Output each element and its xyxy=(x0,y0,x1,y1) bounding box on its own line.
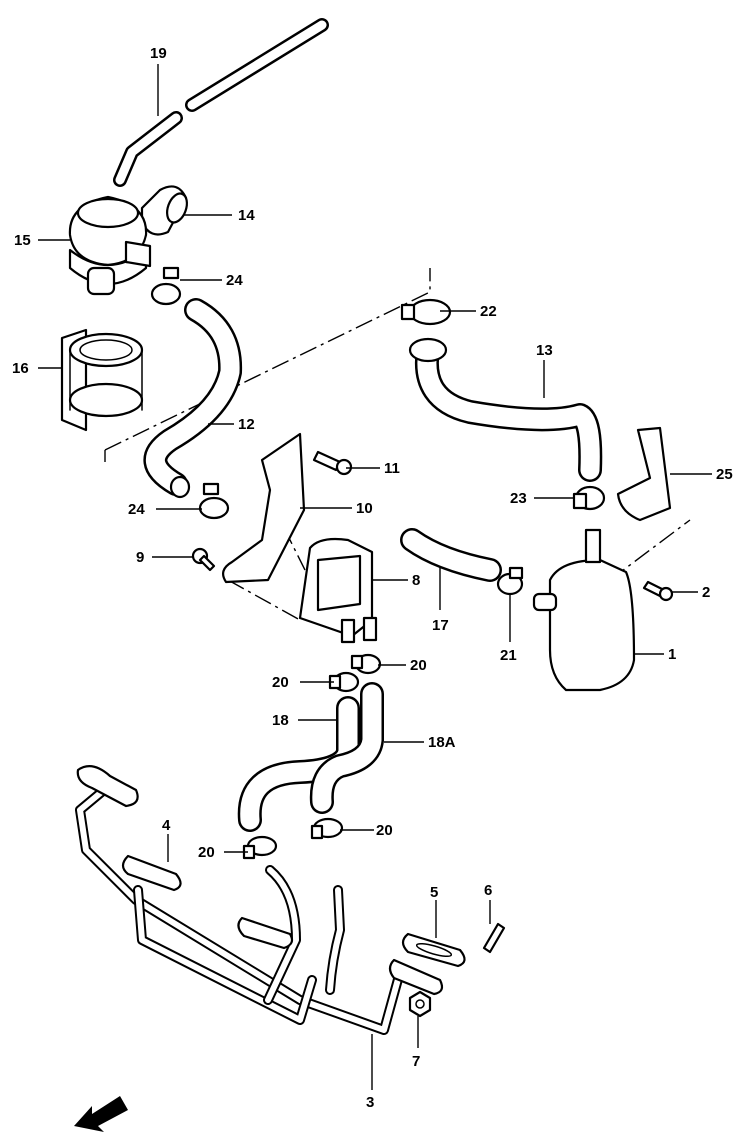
stud-6 xyxy=(482,922,506,954)
callout-20-c: 20 xyxy=(198,844,215,861)
bracket-16 xyxy=(60,328,144,432)
callout-15: 15 xyxy=(14,232,31,249)
leader-lines xyxy=(38,64,712,1090)
hose-18a xyxy=(309,682,384,814)
callout-14: 14 xyxy=(238,207,255,224)
clamp-20d xyxy=(310,817,344,840)
callout-12: 12 xyxy=(238,416,255,433)
callout-5: 5 xyxy=(430,884,438,901)
pipe-assembly-3 xyxy=(75,765,444,1035)
clamp-20b xyxy=(328,671,360,693)
callout-10: 10 xyxy=(356,500,373,517)
callout-2: 2 xyxy=(702,584,710,601)
callout-9: 9 xyxy=(136,549,144,566)
gasket-4 xyxy=(121,854,182,892)
bolt-9 xyxy=(191,547,216,572)
bracket-10 xyxy=(221,432,306,584)
callout-24-lower: 24 xyxy=(128,501,145,518)
callout-13: 13 xyxy=(536,342,553,359)
bolt-11 xyxy=(312,450,353,476)
callout-19: 19 xyxy=(150,45,167,62)
callout-23: 23 xyxy=(510,490,527,507)
callout-20-a: 20 xyxy=(410,657,427,674)
clamp-22 xyxy=(400,298,452,326)
callout-18a: 18A xyxy=(428,734,456,751)
callout-24: 24 xyxy=(226,272,243,289)
nut-7 xyxy=(408,990,432,1018)
clamp-24a xyxy=(150,266,182,306)
callout-20-d: 20 xyxy=(376,822,393,839)
callout-6: 6 xyxy=(484,882,492,899)
callout-25: 25 xyxy=(716,466,733,483)
hose-17 xyxy=(400,528,502,582)
callout-11: 11 xyxy=(384,460,400,477)
clamp-20c xyxy=(242,835,278,860)
gasket-5 xyxy=(401,932,466,968)
callout-7: 7 xyxy=(412,1053,420,1070)
callout-21: 21 xyxy=(500,647,517,664)
hose-12 xyxy=(143,298,243,499)
valve-8 xyxy=(298,537,378,644)
front-arrow-icon xyxy=(74,1096,128,1132)
callout-1: 1 xyxy=(668,646,676,663)
callout-4: 4 xyxy=(162,817,171,834)
callout-22: 22 xyxy=(480,303,497,320)
callout-3: 3 xyxy=(366,1094,374,1111)
clamp-20a xyxy=(350,653,382,675)
cap-14 xyxy=(140,185,188,236)
callout-18: 18 xyxy=(272,712,289,729)
clamp-24b xyxy=(198,482,230,520)
bracket-25 xyxy=(616,426,672,522)
bolt-2 xyxy=(642,580,674,602)
clamp-21 xyxy=(496,566,524,596)
callout-16: 16 xyxy=(12,360,29,377)
clamp-23 xyxy=(572,485,606,511)
callout-labels: 19 14 15 24 22 16 13 12 11 25 23 24 10 9… xyxy=(12,45,733,1111)
callout-20-b: 20 xyxy=(272,674,289,691)
hose-19 xyxy=(113,18,329,187)
callout-17: 17 xyxy=(432,617,449,634)
hose-13 xyxy=(408,337,603,482)
valve-15 xyxy=(68,195,152,296)
canister-1 xyxy=(532,528,636,692)
callout-8: 8 xyxy=(412,572,420,589)
